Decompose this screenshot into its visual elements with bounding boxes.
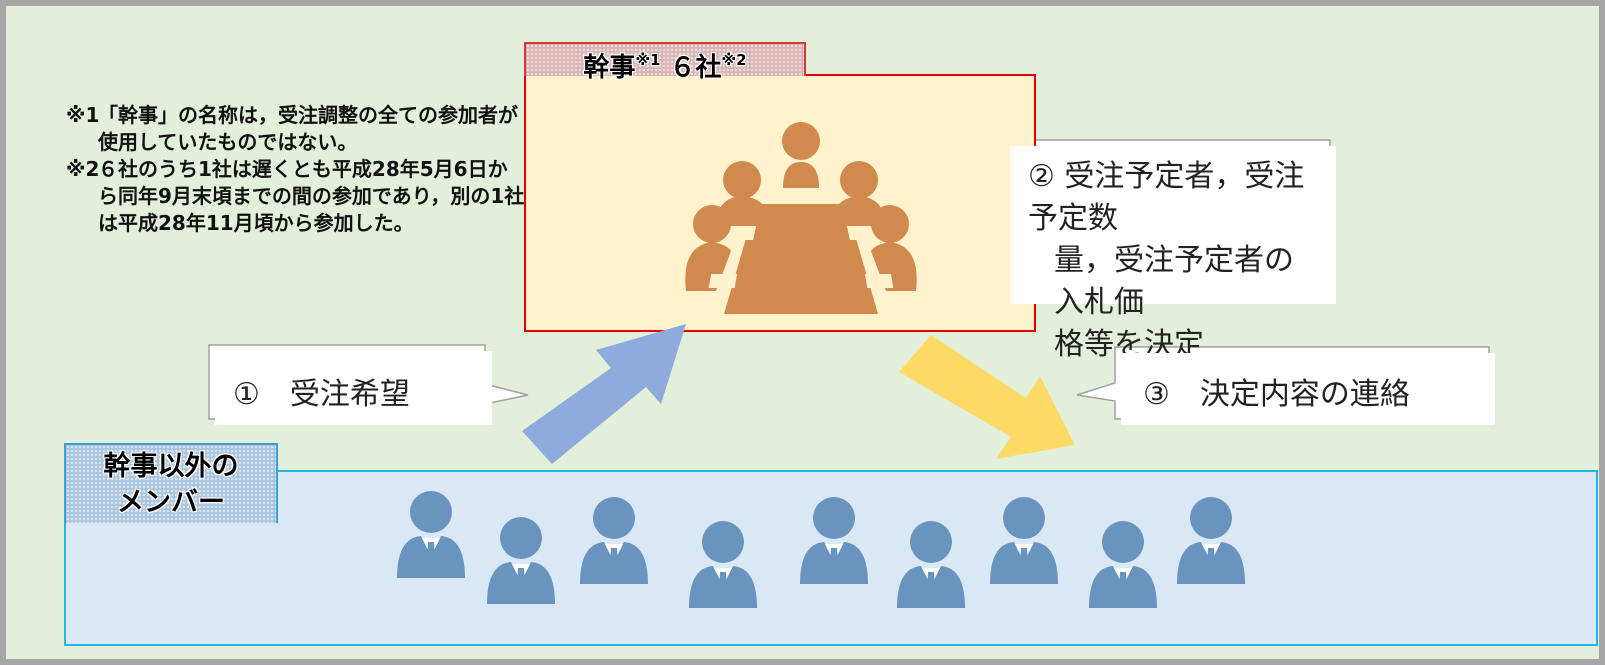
step2-line2: 量，受注予定者の入札価 <box>1054 243 1294 320</box>
person-icon <box>990 497 1058 584</box>
members-people <box>397 491 1245 608</box>
members-group-tag: 幹事以外の メンバー <box>64 443 278 523</box>
footnote-1-text: 「幹事」の名称は，受注調整の全ての参加者が使用していたものではない。 <box>98 103 518 154</box>
person-icon <box>397 491 465 578</box>
step2-line1: ② 受注予定者，受注予定数 <box>1028 159 1305 236</box>
members-label-line2: メンバー <box>117 487 225 518</box>
kanji-label-count: ６社 <box>669 53 722 83</box>
footnote-1-mark: ※1 <box>66 103 100 127</box>
person-icon <box>897 521 965 608</box>
footnotes: ※1 「幹事」の名称は，受注調整の全ての参加者が使用していたものではない。 ※2… <box>66 102 526 237</box>
kanji-group-tag: 幹事※1 ６社※2 <box>524 42 806 83</box>
members-group-box <box>64 470 1598 646</box>
person-icon <box>689 521 757 608</box>
kanji-group-box <box>524 74 1036 332</box>
kanji-label-main: 幹事 <box>583 53 636 83</box>
footnote-2-mark: ※2 <box>66 157 100 181</box>
person-icon <box>800 497 868 584</box>
person-icon <box>487 517 555 604</box>
step3-text: ③ 決定内容の連絡 <box>1143 377 1410 412</box>
footnote-2: ※2 ６社のうち1社は遅くとも平成28年5月6日から同年9月末頃までの間の参加で… <box>66 156 526 237</box>
footnote-1: ※1 「幹事」の名称は，受注調整の全ての参加者が使用していたものではない。 <box>66 102 526 156</box>
person-icon <box>1089 521 1157 608</box>
callout-step2: ② 受注予定者，受注予定数 量，受注予定者の入札価 格等を決定 <box>1010 146 1336 362</box>
kanji-label-ref2: ※2 <box>721 51 747 69</box>
members-label-line1: 幹事以外の <box>103 451 239 482</box>
step1-text: ① 受注希望 <box>233 377 410 412</box>
footnote-2-text: ６社のうち1社は遅くとも平成28年5月6日から同年9月末頃までの間の参加であり，… <box>98 157 525 235</box>
kanji-label-ref1: ※1 <box>635 51 661 69</box>
person-icon <box>580 497 648 584</box>
meeting-table-icon <box>685 122 917 314</box>
person-icon <box>1177 497 1245 584</box>
callout-step1: ① 受注希望 <box>215 351 492 425</box>
callout-step3: ③ 決定内容の連絡 <box>1121 353 1495 425</box>
